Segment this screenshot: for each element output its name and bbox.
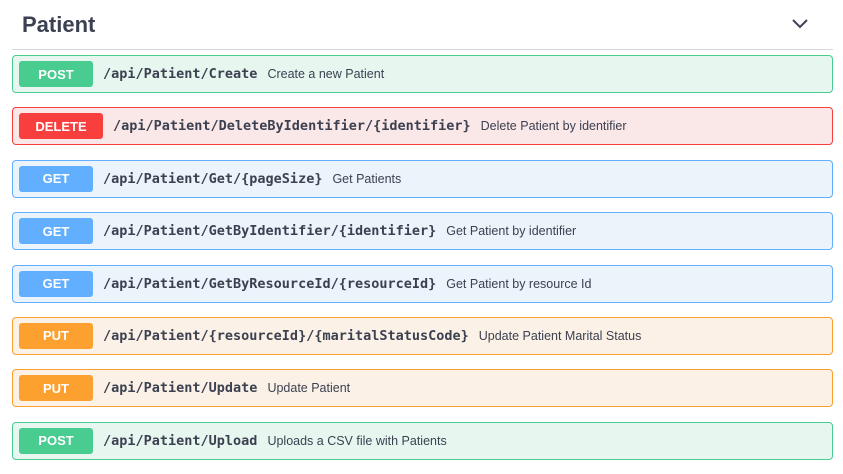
method-badge: GET (19, 165, 93, 192)
operation-post-create[interactable]: POST /api/Patient/Create Create a new Pa… (12, 55, 833, 93)
operation-delete-by-identifier[interactable]: DELETE /api/Patient/DeleteByIdentifier/{… (12, 107, 833, 146)
section-header-patient[interactable]: Patient (12, 0, 833, 50)
operation-path: /api/Patient/{resourceId}/{maritalStatus… (103, 327, 469, 344)
operation-get-page-size[interactable]: GET /api/Patient/Get/{pageSize} Get Pati… (12, 159, 833, 198)
operation-path: /api/Patient/DeleteByIdentifier/{identif… (113, 118, 471, 135)
method-badge: POST (19, 427, 93, 454)
operation-post-upload[interactable]: POST /api/Patient/Upload Uploads a CSV f… (12, 421, 833, 460)
chevron-down-icon[interactable] (791, 16, 809, 30)
method-badge: PUT (19, 375, 93, 402)
method-badge: PUT (19, 322, 93, 349)
operation-path: /api/Patient/Update (103, 380, 258, 397)
method-badge: DELETE (19, 113, 103, 140)
method-badge: GET (19, 270, 93, 297)
operation-path: /api/Patient/Create (103, 66, 258, 82)
operation-description: Create a new Patient (267, 67, 385, 81)
operation-path: /api/Patient/GetByResourceId/{resourceId… (103, 275, 437, 292)
operation-description: Uploads a CSV file with Patients (267, 433, 447, 448)
operation-description: Update Patient (267, 381, 351, 396)
operation-get-by-identifier[interactable]: GET /api/Patient/GetByIdentifier/{identi… (12, 212, 833, 251)
method-badge: POST (19, 61, 93, 87)
operation-description: Update Patient Marital Status (478, 328, 642, 343)
operation-get-by-resource-id[interactable]: GET /api/Patient/GetByResourceId/{resour… (12, 264, 833, 303)
operations-list: POST /api/Patient/Create Create a new Pa… (12, 55, 833, 474)
operation-description: Get Patients (332, 171, 402, 186)
operation-path: /api/Patient/Get/{pageSize} (103, 170, 323, 187)
operation-put-update[interactable]: PUT /api/Patient/Update Update Patient (12, 369, 833, 408)
operation-description: Get Patient by resource Id (446, 276, 592, 291)
operation-put-marital-status[interactable]: PUT /api/Patient/{resourceId}/{maritalSt… (12, 316, 833, 355)
method-badge: GET (19, 218, 93, 245)
operation-description: Get Patient by identifier (446, 224, 577, 239)
operation-path: /api/Patient/GetByIdentifier/{identifier… (103, 223, 437, 240)
operation-description: Delete Patient by identifier (480, 119, 627, 134)
section-title: Patient (22, 12, 96, 37)
operation-path: /api/Patient/Upload (103, 432, 258, 449)
